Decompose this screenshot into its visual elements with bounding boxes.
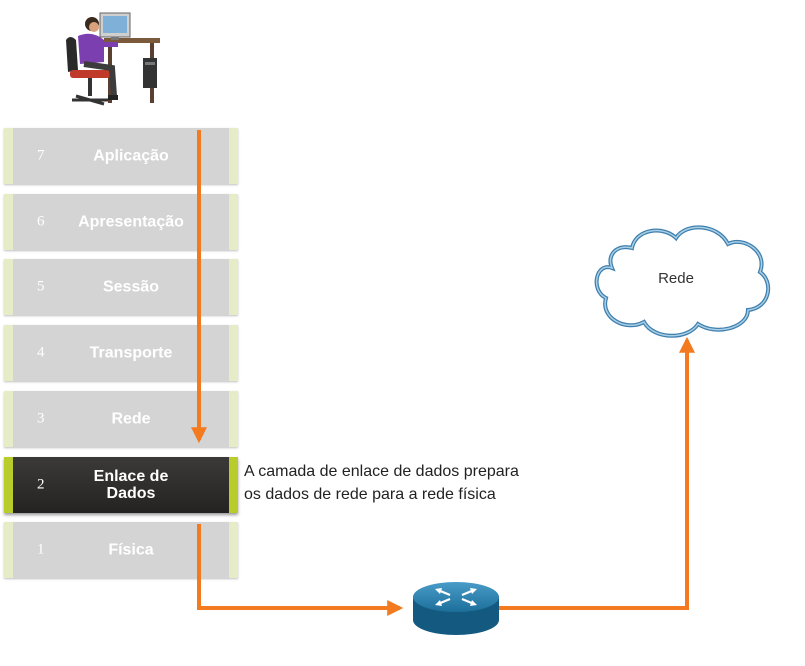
layer-number: 7: [37, 147, 45, 164]
layer-2-data-link: 2 Enlace de Dados: [4, 457, 238, 513]
network-cloud-icon: [594, 225, 770, 338]
layer-number: 3: [37, 410, 45, 427]
layer-number: 4: [37, 344, 45, 361]
layer-name: Aplicação: [93, 147, 169, 165]
data-link-description: A camada de enlace de dados prepara os d…: [244, 460, 574, 506]
layer-number: 2: [37, 476, 45, 493]
layer-number: 1: [37, 541, 45, 558]
description-line-1: A camada de enlace de dados prepara: [244, 463, 519, 480]
router-icon: [413, 582, 499, 635]
data-flow-to-cloud-arrow: [498, 336, 695, 610]
description-line-2: os dados de rede para a rede física: [244, 486, 496, 503]
layer-name: Física: [108, 541, 154, 559]
layer-name: Enlace de Dados: [93, 468, 169, 502]
layer-number: 6: [37, 213, 45, 230]
layer-name: Apresentação: [78, 213, 184, 231]
layer-name: Sessão: [102, 278, 160, 296]
data-flow-to-router-arrow: [197, 524, 404, 616]
layer-name: Rede: [111, 410, 151, 428]
layer-number: 5: [37, 278, 45, 295]
cloud-label: Rede: [658, 270, 694, 287]
layer-name: Transporte: [89, 344, 173, 362]
